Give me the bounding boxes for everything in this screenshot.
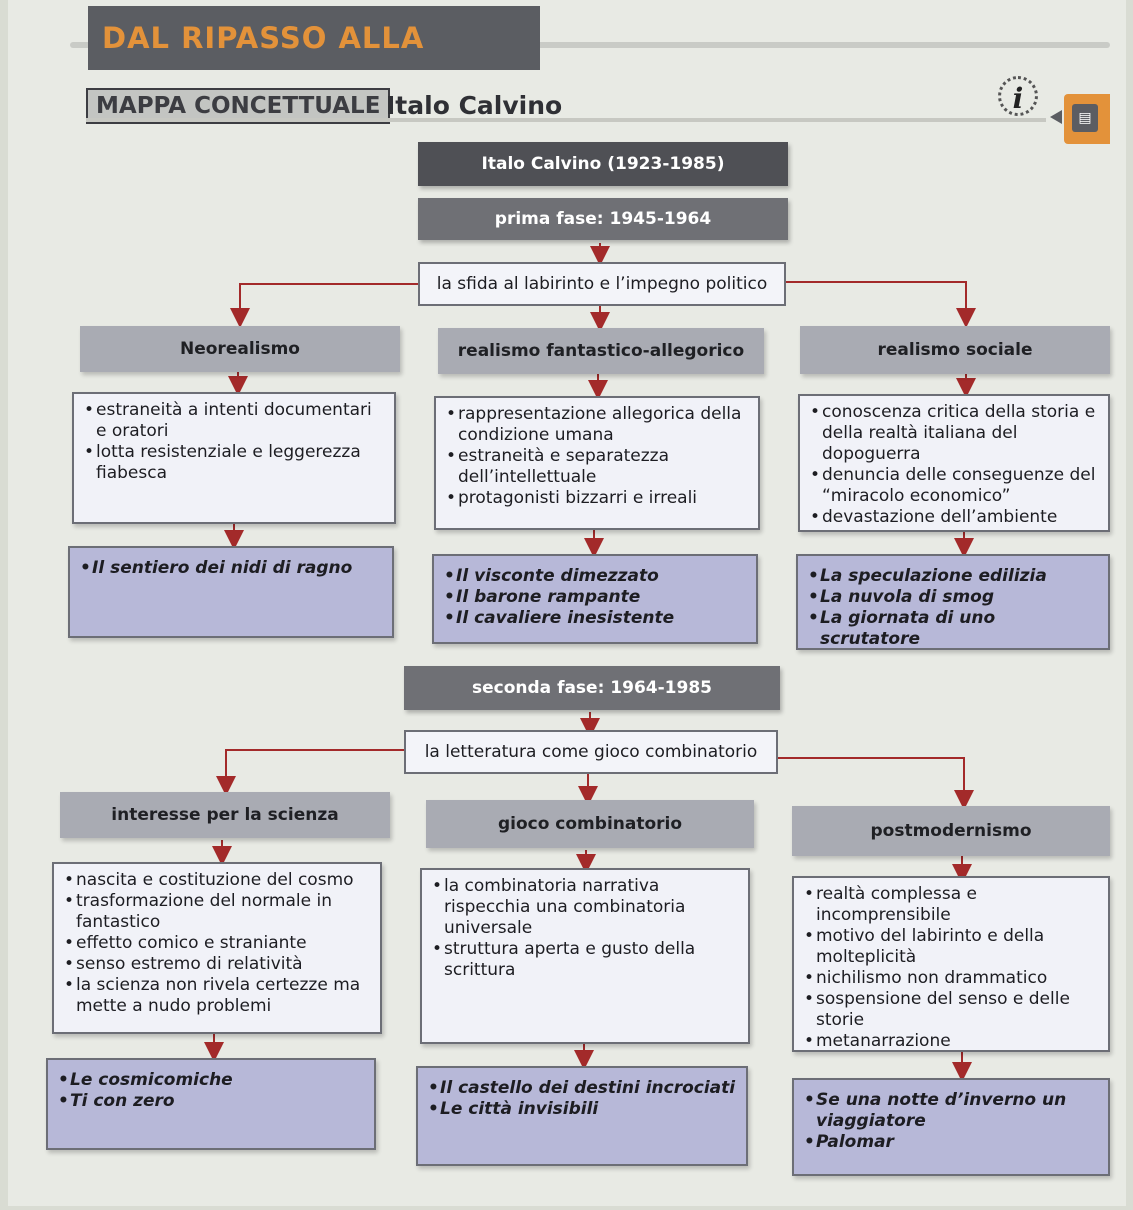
branch-1-2-works: Il visconte dimezzato Il barone rampante…	[432, 554, 758, 644]
map-root: Italo Calvino (1923-1985)	[418, 142, 788, 186]
feature-item: senso estremo di relatività	[64, 954, 372, 975]
feature-item: protagonisti bizzarri e irreali	[446, 488, 750, 509]
feature-item: devastazione dell’ambiente	[810, 507, 1100, 528]
phase-2-theme: la letteratura come gioco combinatorio	[404, 730, 778, 774]
feature-item: la combinatoria narrativa rispecchia una…	[432, 876, 740, 939]
feature-item: realtà complessa e incomprensibile	[804, 884, 1100, 926]
work-item: La giornata di uno scrutatore	[808, 608, 1100, 650]
branch-2-1-features: nascita e costituzione del cosmo trasfor…	[52, 862, 382, 1034]
book-icon: ▤	[1072, 104, 1098, 132]
branch-2-2-features: la combinatoria narrativa rispecchia una…	[420, 868, 750, 1044]
feature-item: nichilismo non drammatico	[804, 968, 1100, 989]
work-item: Il barone rampante	[444, 587, 748, 608]
branch-2-2-title: gioco combinatorio	[426, 800, 754, 848]
subtitle-underline	[86, 118, 1046, 122]
branch-1-3-works: La speculazione edilizia La nuvola di sm…	[796, 554, 1110, 650]
branch-1-3-features: conoscenza critica della storia e della …	[798, 394, 1110, 532]
tab-pointer	[1050, 110, 1062, 124]
branch-2-3-works: Se una notte d’inverno un viaggiatore Pa…	[792, 1078, 1110, 1176]
branch-2-1-title: interesse per la scienza	[60, 792, 390, 838]
branch-1-1-title: Neorealismo	[80, 326, 400, 372]
work-item: Il visconte dimezzato	[444, 566, 748, 587]
branch-2-3-features: realtà complessa e incomprensibile motiv…	[792, 876, 1110, 1052]
work-item: La nuvola di smog	[808, 587, 1100, 608]
feature-item: estraneità a intenti documentari e orato…	[84, 400, 386, 442]
feature-item: effetto comico e straniante	[64, 933, 372, 954]
feature-item: estraneità e separatezza dell’intellettu…	[446, 446, 750, 488]
phase-2-title: seconda fase: 1964-1985	[404, 666, 780, 710]
feature-item: metanarrazione	[804, 1031, 1100, 1052]
phase-1-title: prima fase: 1945-1964	[418, 198, 788, 240]
feature-item: trasformazione del normale in fantastico	[64, 891, 372, 933]
work-item: Le cosmicomiche	[58, 1070, 366, 1091]
feature-item: conoscenza critica della storia e della …	[810, 402, 1100, 465]
branch-2-1-works: Le cosmicomiche Ti con zero	[46, 1058, 376, 1150]
work-item: Le città invisibili	[428, 1099, 738, 1120]
branch-1-2-features: rappresentazione allegorica della condiz…	[434, 396, 760, 530]
branch-1-2-title: realismo fantastico-allegorico	[438, 328, 764, 374]
feature-item: lotta resistenziale e leggerezza fiabesc…	[84, 442, 386, 484]
feature-item: la scienza non rivela certezze ma mette …	[64, 975, 372, 1017]
work-item: Se una notte d’inverno un viaggiatore	[804, 1090, 1100, 1132]
feature-item: motivo del labirinto e della molteplicit…	[804, 926, 1100, 968]
branch-1-1-works: Il sentiero dei nidi di ragno	[68, 546, 394, 638]
feature-item: sospensione del senso e delle storie	[804, 989, 1100, 1031]
work-item: La speculazione edilizia	[808, 566, 1100, 587]
branch-2-2-works: Il castello dei destini incrociati Le ci…	[416, 1066, 748, 1166]
work-item: Il sentiero dei nidi di ragno	[80, 558, 384, 579]
branch-2-3-title: postmodernismo	[792, 806, 1110, 856]
feature-item: denuncia delle conseguenze del “miracolo…	[810, 465, 1100, 507]
phase-1-theme: la sfida al labirinto e l’impegno politi…	[418, 262, 786, 306]
map-topic: Italo Calvino	[386, 91, 563, 120]
branch-1-3-title: realismo sociale	[800, 326, 1110, 374]
feature-item: nascita e costituzione del cosmo	[64, 870, 372, 891]
info-icon: i	[998, 76, 1038, 116]
work-item: Ti con zero	[58, 1091, 366, 1112]
work-item: Palomar	[804, 1132, 1100, 1153]
header-rule	[70, 42, 1110, 48]
feature-item: struttura aperta e gusto della scrittura	[432, 939, 740, 981]
work-item: Il castello dei destini incrociati	[428, 1078, 738, 1099]
side-tab: ▤	[1064, 94, 1110, 144]
work-item: Il cavaliere inesistente	[444, 608, 748, 629]
branch-1-1-features: estraneità a intenti documentari e orato…	[72, 392, 396, 524]
feature-item: rappresentazione allegorica della condiz…	[446, 404, 750, 446]
